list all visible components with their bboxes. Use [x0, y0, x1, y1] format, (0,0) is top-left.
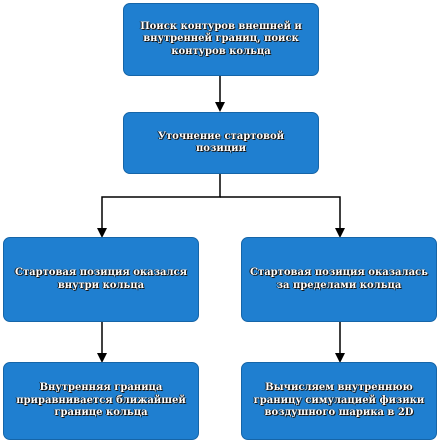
node-refine-start: Уточнение стартовой позиции — [123, 112, 319, 174]
node-search-contours: Поиск контуров внешней и внутренней гран… — [123, 3, 319, 76]
connector-n2-n4 — [220, 196, 345, 238]
node-inner-border-balloon-label: Вычисляем внутреннюю границу симулацией … — [253, 382, 425, 419]
node-start-inside-ring-label: Стартовая позиция оказался внутри кольца — [14, 267, 187, 291]
node-refine-start-label: Уточнение стартовой позиции — [157, 130, 285, 155]
node-inner-border-nearest-label: Внутренняя граница приравнивается ближай… — [16, 382, 186, 419]
node-start-outside-ring-label: Стартовая позиция оказалась за пределами… — [250, 267, 428, 291]
node-search-contours-label: Поиск контуров внешней и внутренней гран… — [140, 20, 302, 57]
node-start-outside-ring: Стартовая позиция оказалась за пределами… — [241, 237, 437, 322]
node-inner-border-nearest: Внутренняя граница приравнивается ближай… — [3, 362, 199, 440]
node-inner-border-balloon: Вычисляем внутреннюю границу симулацией … — [241, 362, 437, 440]
connector-n2-n3 — [97, 174, 221, 238]
node-start-inside-ring: Стартовая позиция оказался внутри кольца — [3, 237, 199, 322]
